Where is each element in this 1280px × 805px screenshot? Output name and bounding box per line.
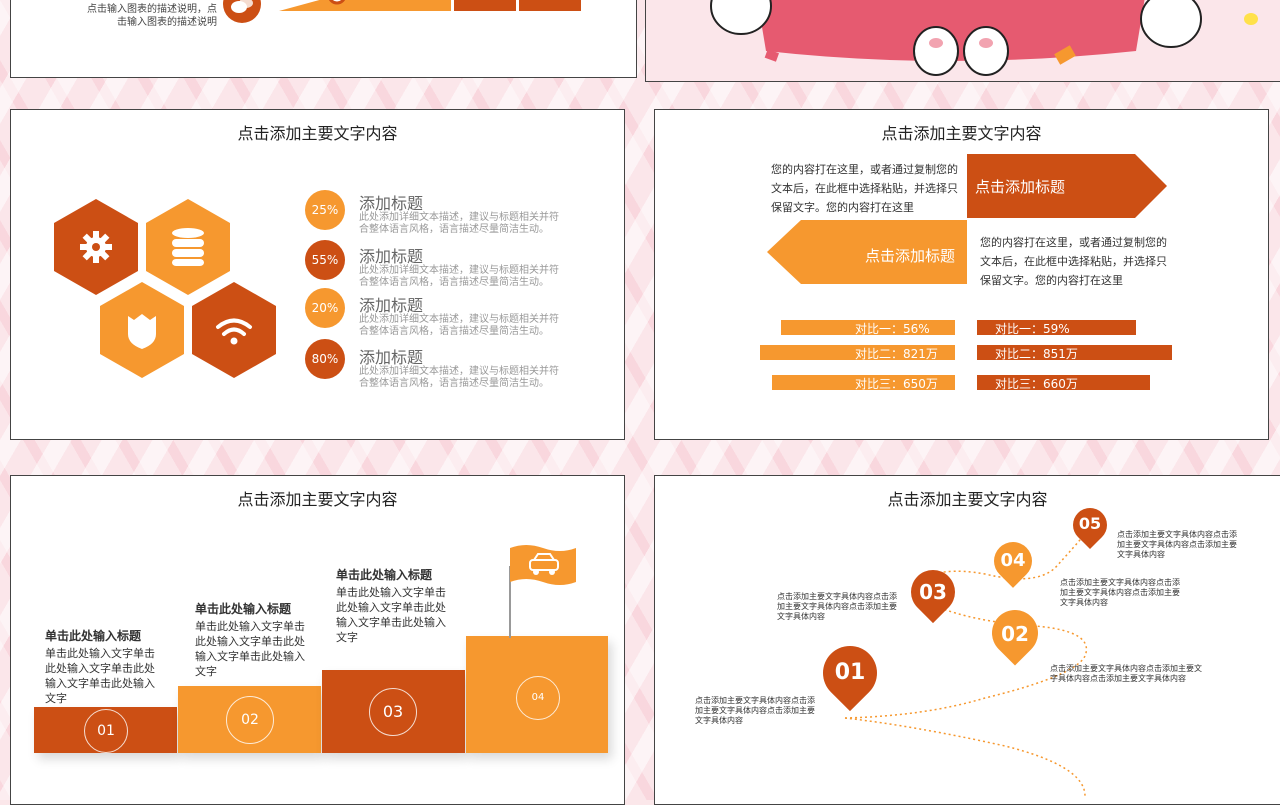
content-paragraph: 您的内容打在这里，或者通过复制您的文本后，在此框中选择粘贴，并选择只保留文字。您… [980, 236, 1167, 287]
step-title: 单击此处输入标题 [336, 568, 433, 582]
comparison-bar-left [760, 345, 955, 360]
pin-number: 04 [1000, 550, 1026, 571]
pin-text: 点击添加主要文字具体内容点击添加主要文字具体内容点击添加主要文字具体内容 [1050, 664, 1202, 683]
percent-badge: 20% [305, 288, 345, 328]
content-paragraph: 您的内容打在这里，或者通过复制您的文本后，在此框中选择粘贴，并选择只保留文字。您… [771, 163, 958, 214]
step-title: 单击此处输入标题 [195, 602, 292, 616]
dotted-route [844, 533, 1088, 797]
slide-thumbnail-3[interactable]: 点击添加主要文字内容 25% 添加标题 此处添加详细文本描述，建 [10, 109, 625, 440]
chart-bar [389, 0, 451, 11]
slide-title: 点击添加主要文字内容 [881, 124, 1042, 143]
step-number: 02 [226, 696, 274, 744]
comparison-label: 对比二：851万 [995, 347, 1078, 361]
slide-thumbnail-5[interactable]: 点击添加主要文字内容 单击此处输入标题 单击此处输入文字单击此处输入文字单击此处… [10, 475, 625, 805]
percent-badge: 25% [305, 190, 345, 230]
arrow-left-label: 点击添加标题 [865, 247, 956, 265]
shield-icon [128, 314, 156, 349]
cat-paws-illustration [710, 0, 1258, 76]
item-title: 添加标题 [359, 194, 424, 213]
slide-title: 点击添加主要文字内容 [237, 124, 398, 143]
database-icon [172, 228, 204, 266]
flag-car-icon [510, 545, 576, 585]
comparison-label: 对比一：59% [995, 322, 1070, 336]
trend-wedge [279, 0, 389, 11]
pin-text: 点击添加主要文字具体内容点击添加主要文字具体内容点击添加主要文字具体内容 [777, 592, 897, 621]
slide-thumbnail-6[interactable]: 点击添加主要文字内容 01 点击添加主要文字具体内容点击添加主要文字具体内容点击… [654, 475, 1280, 805]
hexagon-shield [100, 282, 184, 378]
item-desc: 此处添加详细文本描述，建议与标题相关并符合整体语言风格，语言描述尽量简洁生动。 [359, 212, 559, 235]
comparison-bar-right [977, 375, 1150, 390]
flag-pole [509, 566, 511, 638]
slide-title: 点击添加主要文字内容 [887, 490, 1048, 509]
hexagon-wifi [192, 282, 276, 378]
chart-bar [519, 0, 581, 11]
step-text: 单击此处输入文字单击此处输入文字单击此处输入文字单击此处输入文字 [195, 620, 305, 678]
comparison-label: 对比三：650万 [855, 377, 938, 391]
step-number: 04 [516, 676, 560, 720]
item-title: 添加标题 [359, 296, 424, 315]
comparison-bar-left [781, 320, 955, 335]
comparison-bar-left [772, 375, 955, 390]
percent-badge: 80% [305, 339, 345, 379]
item-desc: 此处添加详细文本描述，建议与标题相关并符合整体语言风格，语言描述尽量简洁生动。 [359, 366, 559, 389]
comparison-bar-right [977, 345, 1172, 360]
pin-number: 02 [1001, 622, 1029, 646]
hexagon-database [146, 199, 230, 295]
arrow-right-shape [967, 154, 1167, 218]
comparison-label: 对比三：660万 [995, 377, 1078, 391]
slide-thumbnail-1[interactable]: 点击输入图表的描述说明，点击输入图表的描述说明 [10, 0, 637, 78]
comparison-label: 对比一：56% [855, 322, 930, 336]
item-desc: 此处添加详细文本描述，建议与标题相关并符合整体语言风格，语言描述尽量简洁生动。 [359, 265, 559, 288]
pin-text: 点击添加主要文字具体内容点击添加主要文字具体内容点击添加主要文字具体内容 [695, 696, 815, 725]
step-number: 01 [84, 709, 128, 753]
chart-description: 点击输入图表的描述说明，点击输入图表的描述说明 [87, 4, 217, 28]
slide-thumbnail-2[interactable] [645, 0, 1280, 82]
step-text: 单击此处输入文字单击此处输入文字单击此处输入文字单击此处输入文字 [336, 586, 446, 644]
pin-number: 01 [834, 660, 866, 685]
pin-text: 点击添加主要文字具体内容点击添加主要文字具体内容点击添加主要文字具体内容 [1117, 530, 1237, 559]
pin-number: 03 [919, 580, 947, 604]
item-title: 添加标题 [359, 247, 424, 266]
step-number: 03 [369, 688, 417, 736]
slide-title: 点击添加主要文字内容 [237, 490, 398, 509]
chat-bubble-icon [223, 0, 261, 23]
comparison-bar-right [977, 320, 1136, 335]
item-title: 添加标题 [359, 348, 424, 367]
percent-badge: 55% [305, 240, 345, 280]
hexagon-gear [54, 199, 138, 295]
pin-number: 05 [1078, 514, 1102, 533]
gear-icon [80, 231, 112, 263]
arrow-left-shape [767, 220, 967, 284]
step-text: 单击此处输入文字单击此处输入文字单击此处输入文字单击此处输入文字 [45, 647, 155, 705]
wifi-icon [216, 318, 252, 345]
pin-text: 点击添加主要文字具体内容点击添加主要文字具体内容点击添加主要文字具体内容 [1060, 578, 1180, 607]
item-desc: 此处添加详细文本描述，建议与标题相关并符合整体语言风格，语言描述尽量简洁生动。 [359, 314, 559, 337]
step-title: 单击此处输入标题 [45, 629, 142, 643]
arrow-right-label: 点击添加标题 [975, 178, 1066, 196]
chart-bar [454, 0, 516, 11]
comparison-label: 对比二：821万 [855, 347, 938, 361]
slide-thumbnail-4[interactable]: 点击添加主要文字内容 您的内容打在这里，或者通过复制您的文本后，在此框中选择粘贴… [654, 109, 1269, 440]
